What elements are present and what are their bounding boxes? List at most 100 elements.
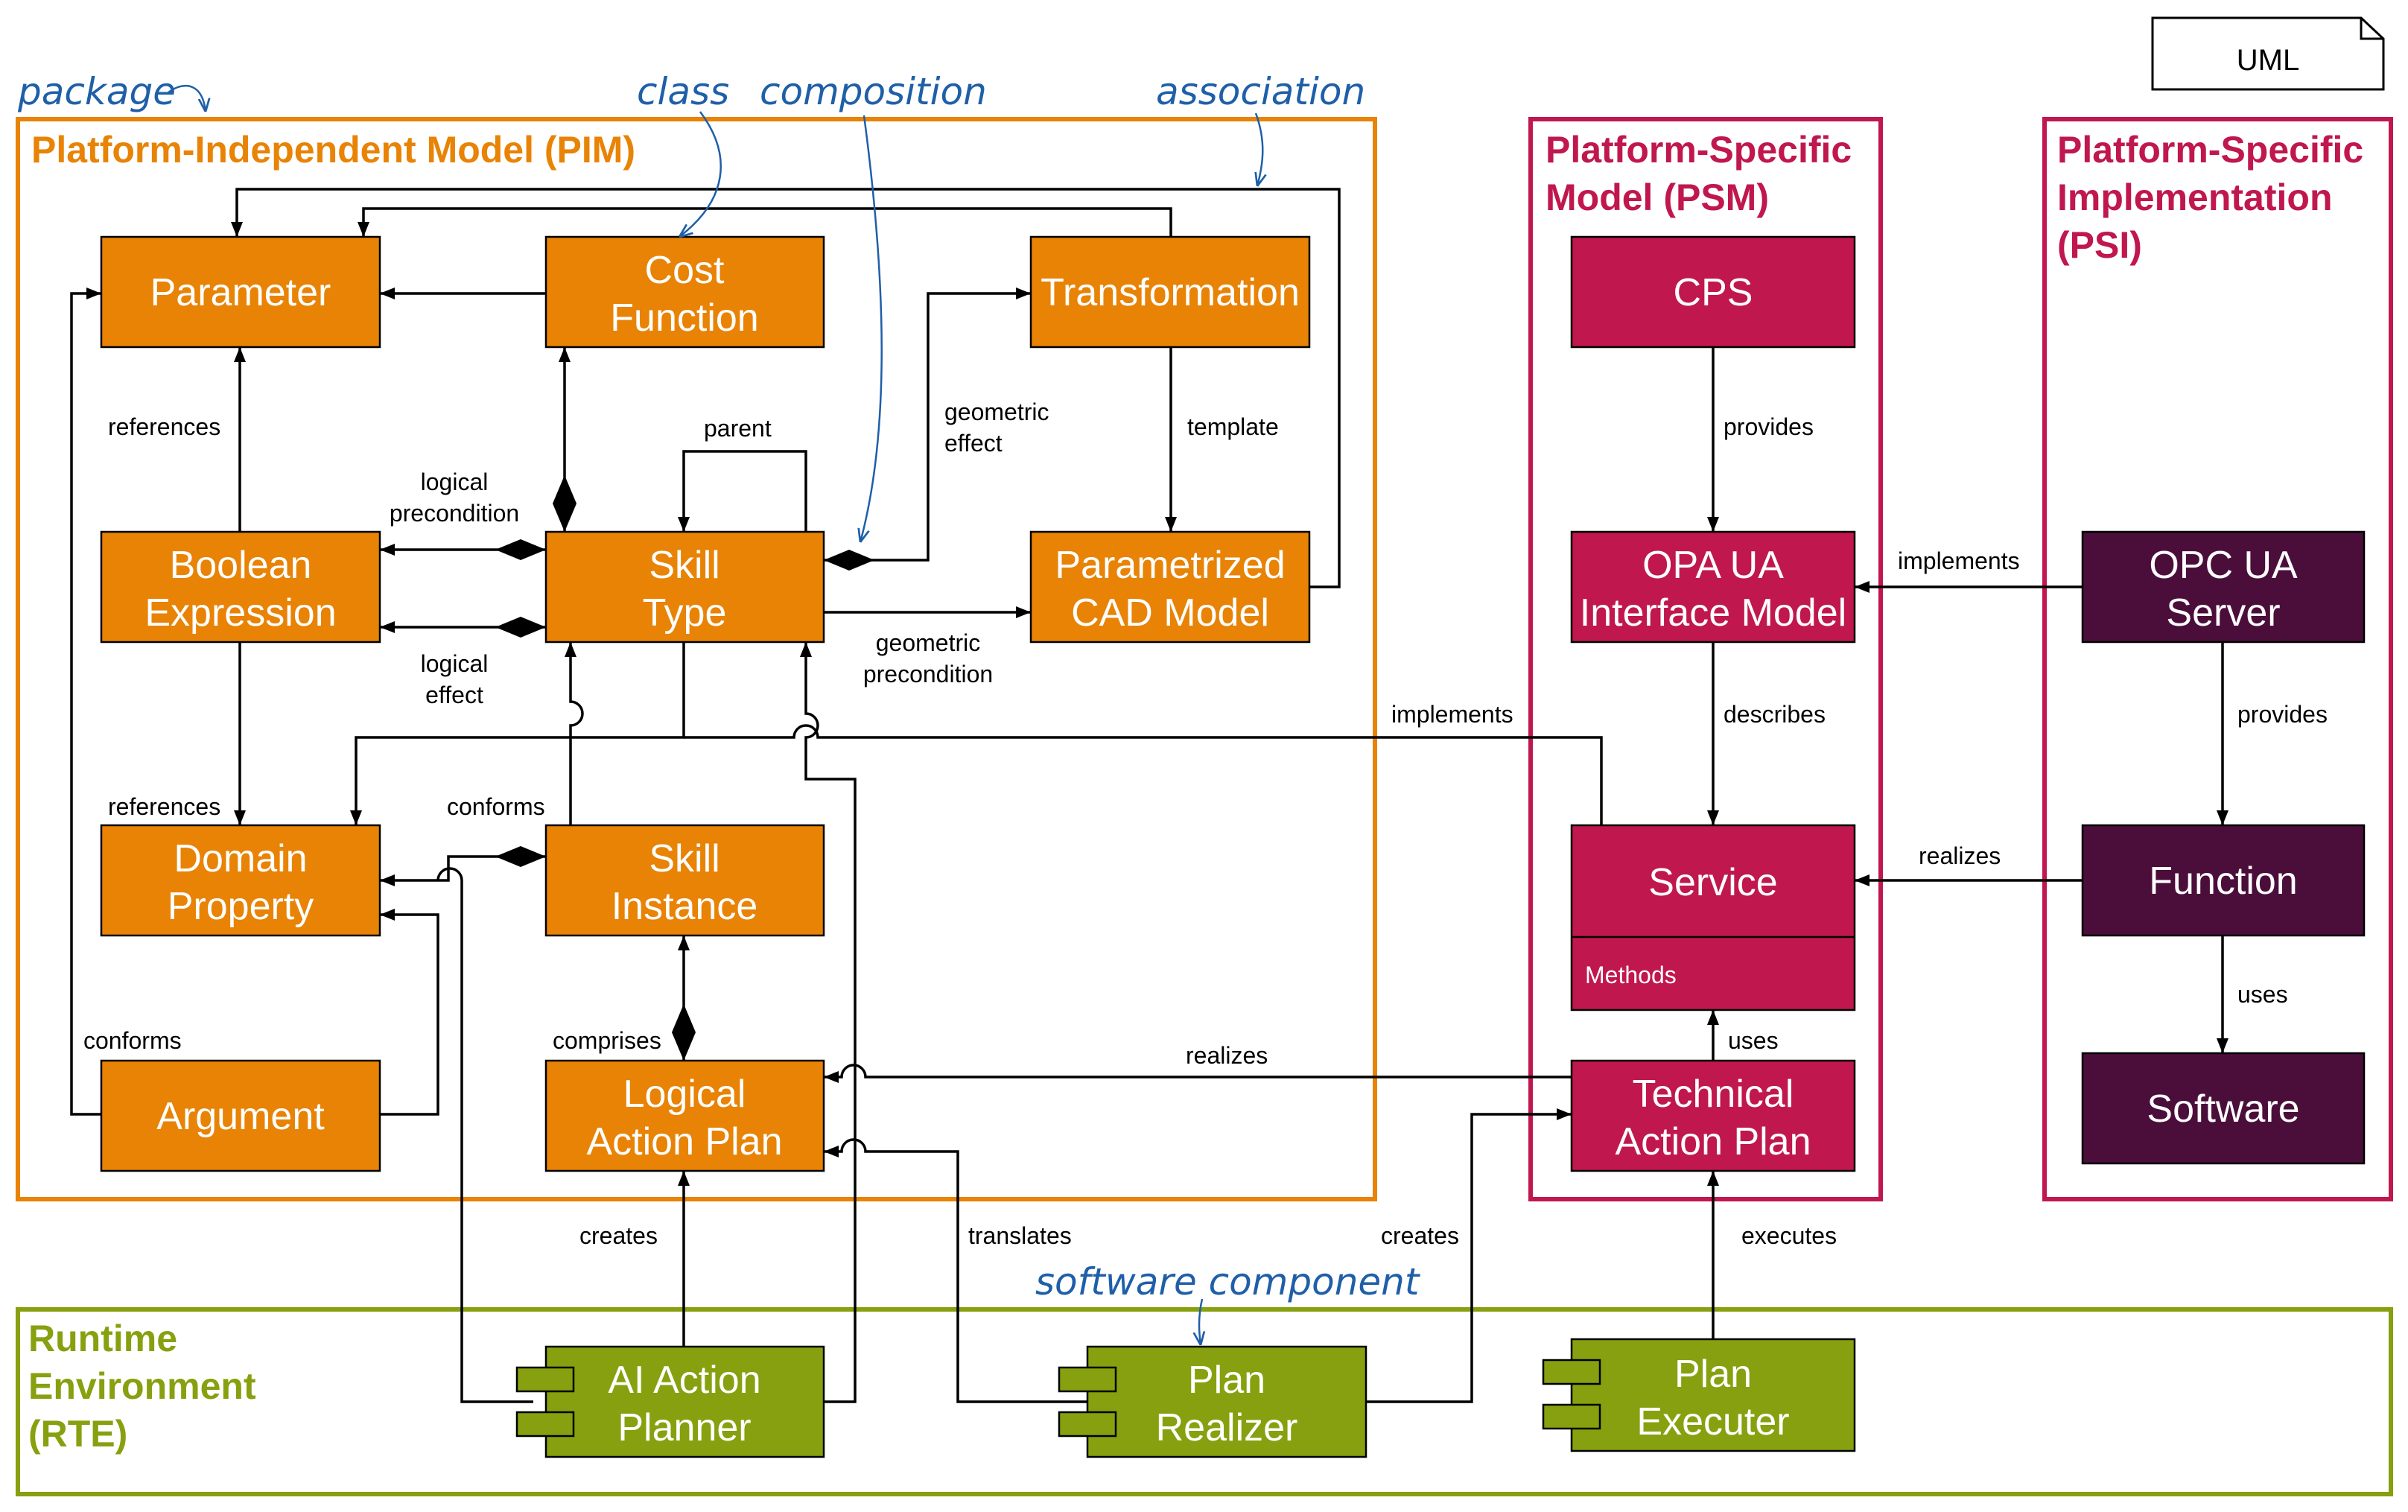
annotation-association-pointer xyxy=(1256,112,1262,186)
component-port-icon xyxy=(1542,1403,1601,1430)
class-parameter-label: Parameter xyxy=(150,271,331,314)
composition-diamond-comprises xyxy=(672,1004,696,1061)
label-parent: parent xyxy=(704,415,772,442)
annotation-class-pointer xyxy=(679,111,722,237)
label-logical-precondition-2: precondition xyxy=(390,500,519,527)
class-transformation[interactable] xyxy=(1029,235,1311,349)
uml-note-tag xyxy=(2151,16,2385,91)
psi-package-title-line-2: Implementation xyxy=(2057,177,2332,218)
annotation-class: class xyxy=(637,70,729,113)
label-references-2: references xyxy=(108,793,220,820)
label-template: template xyxy=(1187,413,1279,440)
component-ai-action-planner-label-2: Planner xyxy=(617,1406,751,1449)
class-domain-property-label-1: Domain xyxy=(174,837,307,880)
component-port-icon xyxy=(1542,1359,1601,1385)
label-uses-2: uses xyxy=(2237,981,2288,1008)
class-parametrized-cad-model-label-2: CAD Model xyxy=(1071,591,1269,635)
label-provides-1: provides xyxy=(1724,413,1814,440)
edge-skilltype-parent xyxy=(678,450,807,532)
edge-argument-domainproperty xyxy=(380,909,439,1116)
label-provides-2: provides xyxy=(2237,701,2328,728)
label-translates: translates xyxy=(968,1222,1072,1249)
class-service-label: Service xyxy=(1648,861,1777,904)
label-conforms-2: conforms xyxy=(83,1027,182,1054)
label-logical-effect-1: logical xyxy=(421,650,489,677)
label-realizes-2: realizes xyxy=(1919,842,2001,869)
class-transformation-label: Transformation xyxy=(1041,271,1300,314)
class-cps-label: CPS xyxy=(1674,271,1753,314)
edge-transformation-parameter xyxy=(358,207,1172,237)
edge-planrealizer-tap xyxy=(1366,1108,1572,1403)
class-function[interactable] xyxy=(2081,824,2366,937)
psm-package-title-line-2: Model (PSM) xyxy=(1545,177,1769,218)
label-logical-precondition-1: logical xyxy=(421,468,489,495)
edge-skilltype-transformation xyxy=(824,288,1031,562)
component-port-icon xyxy=(1058,1366,1117,1393)
component-plan-realizer[interactable]: Plan Realizer xyxy=(1058,1345,1367,1458)
label-geometric-precondition-1: geometric xyxy=(876,629,981,656)
component-plan-executer[interactable]: Plan Executer xyxy=(1542,1338,1856,1452)
annotation-software-component: software component xyxy=(1035,1260,1421,1303)
edge-skillinstance-skilltype xyxy=(565,642,584,825)
label-conforms-1: conforms xyxy=(447,793,545,820)
class-parametrized-cad-model[interactable] xyxy=(1029,530,1311,644)
edge-service-skilltype xyxy=(684,724,1603,825)
class-skill-instance[interactable] xyxy=(544,824,825,937)
class-boolean-expression[interactable] xyxy=(100,530,381,644)
class-parameter[interactable] xyxy=(100,235,381,349)
uml-tag-label: UML xyxy=(2237,44,2299,77)
label-geometric-effect-1: geometric xyxy=(944,398,1049,425)
edge-cadmodel-parameter xyxy=(231,188,1341,588)
composition-diamond-skillinstance xyxy=(495,846,546,867)
class-argument[interactable] xyxy=(100,1059,381,1172)
rte-package-title-line-3: (RTE) xyxy=(28,1413,127,1455)
edge-aiplanner-skilltype xyxy=(800,642,857,1403)
edge-skilltype-domainproperty xyxy=(350,642,685,825)
class-opc-ua-server[interactable] xyxy=(2081,530,2366,644)
component-plan-executer-label-2: Executer xyxy=(1636,1400,1789,1443)
edge-argument-parameter xyxy=(70,288,101,1116)
class-logical-action-plan[interactable] xyxy=(544,1059,825,1172)
label-executes: executes xyxy=(1741,1222,1837,1249)
component-port-icon xyxy=(515,1411,575,1438)
annotation-association: association xyxy=(1156,70,1365,113)
class-service[interactable] xyxy=(1570,824,1856,1011)
pim-package xyxy=(16,117,1377,1201)
annotation-package-pointer xyxy=(168,85,206,112)
component-plan-executer-label-1: Plan xyxy=(1674,1353,1752,1396)
class-boolean-expression-label-1: Boolean xyxy=(170,544,312,587)
class-skill-type-label-1: Skill xyxy=(649,544,719,587)
annotation-package: package xyxy=(17,70,176,113)
component-port-icon xyxy=(1058,1411,1117,1438)
label-implements-1: implements xyxy=(1391,701,1513,728)
class-technical-action-plan-label-1: Technical xyxy=(1633,1073,1794,1116)
label-references-1: references xyxy=(108,413,220,440)
class-software-label: Software xyxy=(2147,1087,2299,1131)
component-ai-action-planner[interactable]: AI Action Planner xyxy=(515,1345,825,1458)
edge-tap-lap xyxy=(824,1064,1572,1083)
class-software[interactable] xyxy=(2081,1052,2366,1165)
class-opa-ua-interface-model-label-2: Interface Model xyxy=(1580,591,1846,635)
class-cps[interactable] xyxy=(1570,235,1856,349)
label-implements-2: implements xyxy=(1898,547,2020,574)
composition-diamond-effect xyxy=(495,617,546,638)
psi-package-title-line-1: Platform-Specific xyxy=(2057,129,2363,171)
label-logical-effect-2: effect xyxy=(425,682,483,708)
annotation-software-component-pointer xyxy=(1199,1298,1202,1345)
class-skill-type-label-2: Type xyxy=(643,591,727,635)
class-opa-ua-interface-model[interactable] xyxy=(1570,530,1856,644)
class-cost-function-label-1: Cost xyxy=(645,249,725,292)
class-technical-action-plan[interactable] xyxy=(1570,1059,1856,1172)
class-domain-property[interactable] xyxy=(100,824,381,937)
component-port-icon xyxy=(515,1366,575,1393)
label-geometric-effect-2: effect xyxy=(944,430,1003,457)
component-ai-action-planner-label-1: AI Action xyxy=(608,1359,760,1402)
class-function-label: Function xyxy=(2149,860,2297,903)
label-creates-1: creates xyxy=(579,1222,658,1249)
class-opc-ua-server-label-2: Server xyxy=(2166,591,2280,635)
composition-diamond-geometric xyxy=(824,550,874,571)
class-opa-ua-interface-model-label-1: OPA UA xyxy=(1642,544,1784,587)
class-cost-function-label-2: Function xyxy=(610,296,758,340)
pim-package-title: Platform-Independent Model (PIM) xyxy=(31,129,635,171)
class-skill-type[interactable] xyxy=(544,530,825,644)
